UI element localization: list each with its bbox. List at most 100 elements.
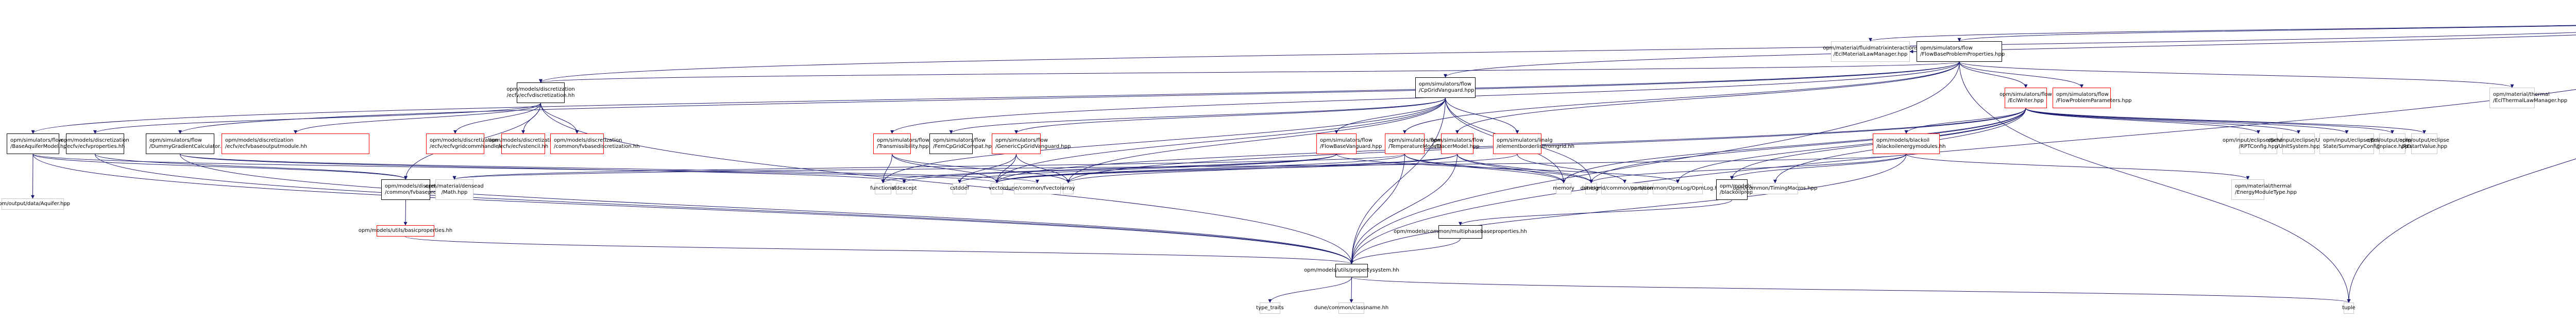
node-label: cstddef <box>950 186 969 192</box>
node-base-aquifer-model[interactable]: opm/simulators/flow/BaseAquiferModel.hpp <box>7 133 70 154</box>
node-label-line: opm/input/eclipse/Eclipse <box>2323 138 2389 143</box>
node-ecfv-discretization[interactable]: opm/models/discretization/ecfv/ecfvdiscr… <box>506 82 575 103</box>
edge-tracermodel-to-propsystem <box>1350 154 1458 264</box>
node-memory[interactable]: memory <box>1553 183 1574 194</box>
node-label: opm/material/densead/Math.hpp <box>425 183 483 196</box>
node-label-line: opm/models/common/multiphasebaseproperti… <box>1394 229 1527 234</box>
node-label: opm/models/discretization/ecfv/ecfvstenc… <box>489 138 557 150</box>
node-cstddef[interactable]: cstddef <box>950 183 969 194</box>
node-label: dune/common/fvector.hh <box>1005 186 1070 192</box>
node-blackoil-energy-modules[interactable]: opm/models/blackoil/blackoilenergymodule… <box>1873 133 1946 154</box>
edge-cpgridvang-to-propsystem <box>1350 97 1446 264</box>
node-label: opm/simulators/flow/CpGridVanguard.hpp <box>1419 81 1475 94</box>
node-femcpgrid-compat[interactable]: opm/simulators/flow/FemCpGridCompat.hpp <box>929 133 995 154</box>
node-blackoil-properties[interactable]: opm/models/blackoil/blackoilproperties.h… <box>1716 179 1775 200</box>
edge-elemborder-to-vector <box>995 154 1518 183</box>
node-label: opm/input/eclipse/EclipseState/SummaryCo… <box>2323 138 2434 150</box>
node-label: dune/grid/common/partitionset.hh <box>1581 186 1669 192</box>
node-string[interactable]: string <box>1584 183 1599 194</box>
node-label-line: opm/output/data/Aquifer.hpp <box>0 201 71 207</box>
node-label: opm/simulators/linalg/elementborderlistf… <box>1497 138 1574 150</box>
node-ecfv-base-output-module[interactable]: opm/models/discretization/ecfv/ecfvbaseo… <box>222 133 369 154</box>
edge-cpgridvang-to-functional <box>881 97 1446 183</box>
node-label: opm/common/TimingMacros.hpp <box>1733 186 1818 192</box>
edge-fbpp-to-dummygrad <box>178 61 1960 134</box>
node-label-line: opm/simulators/flow <box>2056 92 2109 97</box>
node-array[interactable]: array <box>1061 183 1075 194</box>
edge-flowbasevang-to-stdexcept <box>902 154 1337 183</box>
node-partitionset[interactable]: dune/grid/common/partitionset.hh <box>1581 183 1669 194</box>
node-fvbase-properties[interactable]: opm/models/discretization/common/fvbasep… <box>381 179 462 200</box>
node-densead-math[interactable]: opm/material/densead/Math.hpp <box>425 179 484 200</box>
node-label-line: opm/models/discretization <box>225 138 294 143</box>
node-tuple[interactable]: tuple <box>2342 303 2355 314</box>
node-label-line: State/SummaryConfig/SummaryConfig.hpp <box>2323 144 2434 150</box>
node-label-line: opm/material/thermal <box>2493 92 2550 97</box>
node-multiphase-base-properties[interactable]: opm/models/common/multiphasebaseproperti… <box>1394 225 1527 239</box>
node-property-system[interactable]: opm/models/utils/propertysystem.hh <box>1304 264 1399 277</box>
node-tracer-model[interactable]: opm/simulators/flow/TracerModel.hpp <box>1431 133 1483 154</box>
edge-boprops-to-multiphaseprops <box>1459 199 1732 226</box>
node-dummy-gradient-calculator[interactable]: opm/simulators/flow/DummyGradientCalcula… <box>146 133 231 154</box>
node-ecfv-grid-comm-handle-factory[interactable]: opm/models/discretization/ecfv/ecfvgridc… <box>426 133 524 154</box>
node-label-line: opm/material/fluidmatrixinteractions <box>1823 45 1918 51</box>
node-temperature-model[interactable]: opm/simulators/flow/TemperatureModel.hpp <box>1385 133 1450 154</box>
edge-cpgridvang-to-elemborder <box>1445 97 1519 134</box>
node-label-line: /CpGridVanguard.hpp <box>1419 88 1475 93</box>
node-label-line: opm/models/discretization <box>61 138 129 143</box>
node-ecfv-properties[interactable]: opm/models/discretization/ecfv/ecfvprope… <box>61 133 129 154</box>
node-cpgrid-vanguard[interactable]: opm/simulators/flow/CpGridVanguard.hpp <box>1415 77 1476 98</box>
node-label-line: /GenericCpGridVanguard.hpp <box>995 144 1071 149</box>
node-flow-problem-parameters[interactable]: opm/simulators/flow/FlowProblemParameter… <box>2053 88 2132 108</box>
node-ecfv-stencil[interactable]: opm/models/discretization/ecfv/ecfvstenc… <box>489 133 557 154</box>
node-label: opm/material/thermal/EnergyModuleType.hp… <box>2235 183 2297 196</box>
node-vector[interactable]: vector <box>989 183 1005 194</box>
node-label-line: opm/material/thermal <box>2235 183 2292 189</box>
node-type-traits[interactable]: type_traits <box>1256 303 1284 314</box>
node-label: opm/models/utils/basicproperties.hh <box>359 228 453 234</box>
node-flow-base-vanguard[interactable]: opm/simulators/flow/FlowBaseVanguard.hpp <box>1316 133 1382 154</box>
node-label: opm/models/discretization/common/fvbasep… <box>385 183 462 196</box>
node-restart-value[interactable]: opm/output/eclipse/RestartValue.hpp <box>2399 133 2449 154</box>
node-dune-classname[interactable]: dune/common/classname.hh <box>1314 303 1388 314</box>
node-inplace[interactable]: opm/output/eclipse/Inplace.hpp <box>2367 133 2417 154</box>
node-label-line: tuple <box>2342 305 2355 311</box>
node-label: opm/simulators/flow/FemCpGridCompat.hpp <box>933 138 995 150</box>
edge-eclwriter-to-restartvalue <box>2025 108 2426 134</box>
node-ecl-thermal-law-manager[interactable]: opm/material/thermal/EclThermalLawManage… <box>2489 88 2567 108</box>
node-label-line: /EclMaterialLawManager.hpp <box>1833 52 1908 57</box>
node-summary-config[interactable]: opm/input/eclipse/EclipseState/SummaryCo… <box>2319 133 2434 154</box>
node-energy-module-type[interactable]: opm/material/thermal/EnergyModuleType.hp… <box>2231 179 2297 200</box>
node-unit-system[interactable]: opm/input/eclipse/Units/UnitSystem.hpp <box>2268 133 2329 154</box>
edge-fbpp-to-eclwriter <box>1959 61 2028 88</box>
node-functional[interactable]: functional <box>870 183 896 194</box>
edge-boenergy-to-denseadmath <box>453 154 1907 180</box>
node-basic-properties[interactable]: opm/models/utils/basicproperties.hh <box>359 225 452 237</box>
node-label-line: opm/input/eclipse/Units <box>2268 138 2329 143</box>
node-label-line: /EclWriter.hpp <box>2008 98 2044 104</box>
node-rpt-config[interactable]: opm/input/eclipse/Schedule/RPTConfig.hpp <box>2223 133 2294 154</box>
node-timing-macros[interactable]: opm/common/TimingMacros.hpp <box>1733 183 1818 194</box>
node-label: type_traits <box>1256 305 1283 311</box>
node-generic-cpgrid-vanguard[interactable]: opm/simulators/flow/GenericCpGridVanguar… <box>992 133 1071 154</box>
node-label: opm/models/blackoil/blackoilenergymodule… <box>1876 138 1946 150</box>
node-fvbase-discretization[interactable]: opm/models/discretization/common/fvbased… <box>550 133 640 154</box>
edge-baseaquifer-to-fvbaseprops <box>32 154 408 180</box>
edge-cpgridvang-to-femcpgrid <box>949 97 1446 134</box>
edge-genericcpgrid-to-vector <box>995 154 1016 183</box>
node-label-line: opm/models/blackoil <box>1876 138 1930 143</box>
node-label-line: opm/output/eclipse <box>2367 138 2417 143</box>
node-label-line: opm/models/utils/propertysystem.hh <box>1304 267 1399 273</box>
node-aquifer-data[interactable]: opm/output/data/Aquifer.hpp <box>0 198 70 210</box>
node-opmlog[interactable]: opm/common/OpmLog/OpmLog.hpp <box>1631 183 1724 194</box>
node-ecl-writer[interactable]: opm/simulators/flow/EclWriter.hpp <box>1999 88 2052 108</box>
node-dune-fvector[interactable]: dune/common/fvector.hh <box>1005 183 1070 194</box>
node-stdexcept[interactable]: stdexcept <box>891 183 917 194</box>
node-flow-base-problem-properties[interactable]: opm/simulators/flow/FlowBaseProblemPrope… <box>1917 41 2005 62</box>
node-transmissibility[interactable]: opm/simulators/flow/Transmissibility.hpp <box>873 133 929 154</box>
node-label: opm/models/discretization/ecfv/ecfvprope… <box>61 138 129 150</box>
node-ecl-material-law-manager[interactable]: opm/material/fluidmatrixinteractions/Ecl… <box>1823 41 1918 62</box>
edge-genericcpgrid-to-cstddef <box>958 154 1016 183</box>
node-element-border-list-from-grid[interactable]: opm/simulators/linalg/elementborderlistf… <box>1493 133 1574 154</box>
node-label: opm/simulators/flow/DummyGradientCalcula… <box>149 138 231 150</box>
